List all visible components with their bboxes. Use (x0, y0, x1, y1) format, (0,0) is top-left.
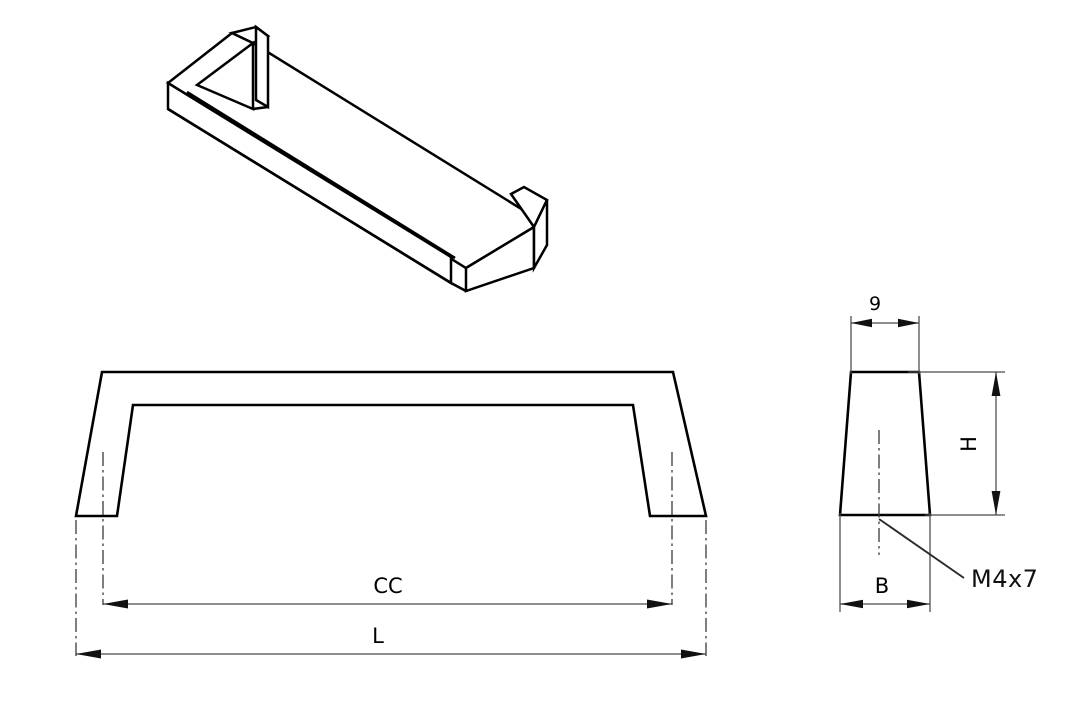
front-elevation-view: CC L (74, 370, 708, 659)
isometric-view (165, 24, 549, 293)
m4x7-callout-label: M4x7 (971, 565, 1038, 593)
dimension-l: L (76, 624, 706, 659)
h-dimension-label: H (957, 436, 981, 452)
iso-left-leg-recess (194, 40, 255, 111)
cc-dimension-label: CC (373, 574, 402, 598)
dimension-b: B (839, 513, 931, 612)
iso-right-leg-side (532, 199, 549, 273)
iso-bar-lower-edge (167, 107, 452, 285)
b-arrow-left (840, 599, 863, 609)
iso-left-leg-outer (254, 24, 270, 110)
b-arrow-right (907, 599, 930, 609)
l-dimension-label: L (372, 624, 384, 648)
iso-bar-recess-edge (252, 105, 269, 111)
thread-callout-m4x7: M4x7 (878, 518, 1038, 593)
l-arrow-left (76, 649, 101, 659)
dimension-width-9: 9 (850, 293, 920, 374)
l-arrow-right (681, 649, 706, 659)
b-dimension-label: B (875, 574, 889, 598)
width9-arrow-right (898, 318, 919, 328)
iso-bar-inner-edge (186, 90, 456, 260)
h-arrow-bottom (991, 491, 1001, 515)
h-arrow-top (991, 372, 1001, 396)
side-end-view: 9 H B M4x7 (838, 293, 1038, 612)
front-handle-outline (74, 370, 708, 518)
width9-dimension-label: 9 (869, 293, 881, 315)
width9-arrow-left (851, 318, 872, 328)
dimension-h: H (908, 371, 1005, 516)
dimension-cc: CC (103, 574, 672, 609)
cc-arrow-right (647, 599, 672, 609)
m4x7-leader-line (878, 518, 965, 579)
iso-bar-mid-edge (450, 281, 467, 293)
cc-arrow-left (103, 599, 128, 609)
